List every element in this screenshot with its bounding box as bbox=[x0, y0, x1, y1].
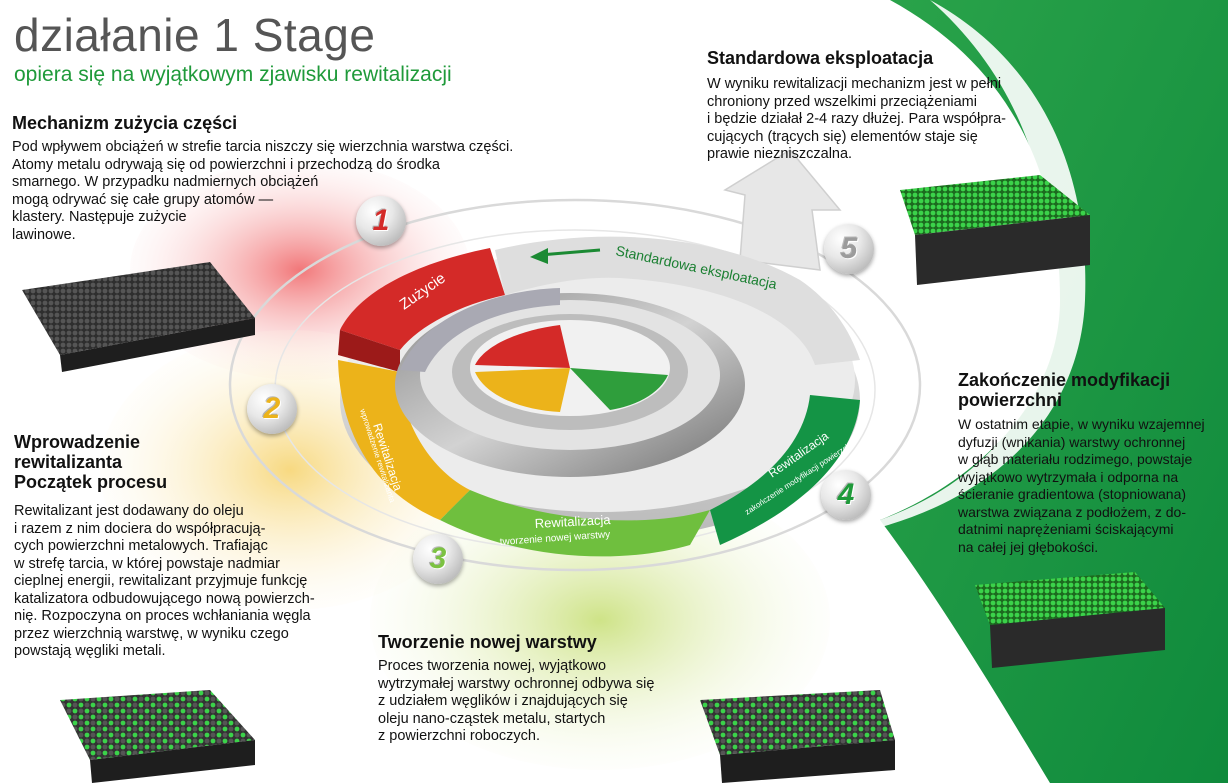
text-line: w strefę tarcia, w której powstaje nadmi… bbox=[14, 555, 280, 572]
text-line: cieplnej energii, rewitalizant przyjmuje… bbox=[14, 573, 308, 589]
step-badge-2: 2 bbox=[247, 384, 297, 434]
step-number: 2 bbox=[263, 392, 281, 425]
atom-slab-new-layer bbox=[700, 690, 895, 783]
text-line: dyfuzji (wnikania) warstwy ochronnej bbox=[958, 433, 1186, 450]
section-standard-heading: Standardowa eksploatacja bbox=[707, 48, 934, 68]
text-line: wytrzymałej warstwy ochronnej odbywa się bbox=[378, 675, 655, 692]
text-line: smarnego. W przypadku nadmiernych obciąż… bbox=[12, 174, 319, 190]
heading-line: rewitalizanta bbox=[14, 452, 123, 472]
section-intro-text: Rewitalizant jest dodawany do oleju i ra… bbox=[14, 503, 315, 661]
text-line: klastery. Następuje zużycie bbox=[12, 209, 187, 225]
text-line: przez wierzchnią warstwę, w wyniku czego bbox=[14, 625, 289, 642]
text-line: Atomy metalu odrywają się od powierzchni… bbox=[12, 156, 440, 173]
section-wear-text: Pod wpływem obciążeń w strefie tarcia ni… bbox=[12, 139, 513, 244]
section-finish-text: W ostatnim etapie, w wyniku wzajemnej dy… bbox=[958, 416, 1205, 556]
text-line: warstwa związana z podłożem, z do- bbox=[958, 503, 1186, 520]
text-line: lawinowe. bbox=[12, 226, 76, 243]
step-number: 3 bbox=[429, 542, 447, 575]
step-badge-3: 3 bbox=[413, 534, 463, 584]
text-line: z powierzchni roboczych. bbox=[378, 728, 540, 744]
section-new-layer-text: Proces tworzenia nowej, wyjątkowo wytrzy… bbox=[378, 658, 654, 746]
section-finish-heading: Zakończenie modyfikacji powierzchni bbox=[958, 370, 1170, 410]
text-line: datnimi naprężeniami ściskającymi bbox=[958, 521, 1174, 537]
text-line: cujących (trących się) elementów staje s… bbox=[707, 128, 978, 145]
atom-slab-finished bbox=[975, 572, 1165, 668]
step-number: 1 bbox=[372, 204, 390, 237]
atom-slab-standard bbox=[900, 175, 1090, 285]
text-line: prawie niezniszczalna. bbox=[707, 146, 853, 162]
text-line: oleju nano-cząstek metalu, startych bbox=[378, 710, 606, 727]
text-line: Pod wpływem obciążeń w strefie tarcia ni… bbox=[12, 139, 514, 155]
text-line: powstają węgliki metali. bbox=[14, 643, 166, 659]
text-line: wyjątkowo wytrzymała i odporna na bbox=[958, 468, 1179, 485]
section-standard-text: W wyniku rewitalizacji mechanizm jest w … bbox=[707, 76, 1006, 164]
step-number: 5 bbox=[840, 232, 858, 265]
step-badge-1: 1 bbox=[356, 196, 406, 246]
text-line: ścieranie gradientowa (stopniowana) bbox=[958, 486, 1187, 502]
text-line: i będzie działał 2-4 razy dłużej. Para w… bbox=[707, 111, 1007, 127]
page-subtitle: opiera się na wyjątkowym zjawisku rewita… bbox=[14, 63, 452, 86]
text-line: w głąb materiału rodzimego, powstaje bbox=[958, 451, 1193, 467]
text-line: cych powierzchni metalowych. Trafiając bbox=[14, 538, 268, 554]
section-intro-heading: Wprowadzenie rewitalizanta Początek proc… bbox=[14, 432, 167, 492]
page-title: działanie 1 Stage bbox=[14, 9, 376, 61]
heading-line: Wprowadzenie bbox=[14, 432, 141, 452]
text-line: na całej jej głębokości. bbox=[958, 538, 1099, 555]
text-line: Rewitalizant jest dodawany do oleju bbox=[14, 503, 244, 519]
step-number: 4 bbox=[837, 478, 855, 511]
text-line: W ostatnim etapie, w wyniku wzajemnej bbox=[958, 416, 1205, 432]
atom-slab-worn bbox=[22, 262, 255, 372]
text-line: katalizatora odbudowującego nową powierz… bbox=[14, 590, 315, 607]
text-line: mogą odrywać się całe grupy atomów — bbox=[12, 191, 274, 208]
section-new-layer-heading: Tworzenie nowej warstwy bbox=[378, 632, 597, 652]
text-line: i razem z nim dociera do współpracują- bbox=[14, 520, 266, 537]
section-wear-heading: Mechanizm zużycia części bbox=[12, 113, 238, 133]
step-badge-4: 4 bbox=[821, 470, 871, 520]
text-line: nię. Rozpoczyna on proces wchłaniania wę… bbox=[14, 608, 311, 624]
text-line: chroniony przed wszelkimi przeciążeniami bbox=[707, 93, 977, 110]
atom-slab-revitalizant bbox=[60, 690, 255, 783]
heading-line: powierzchni bbox=[958, 390, 1063, 410]
text-line: z udziałem węglików i znajdujących się bbox=[378, 693, 628, 709]
text-line: Proces tworzenia nowej, wyjątkowo bbox=[378, 658, 607, 674]
heading-line: Początek procesu bbox=[14, 472, 168, 492]
ring-label-stage3-a: Rewitalizacja bbox=[534, 512, 611, 531]
text-line: W wyniku rewitalizacji mechanizm jest w … bbox=[707, 76, 1002, 92]
heading-line: Zakończenie modyfikacji bbox=[958, 370, 1171, 390]
step-badge-5: 5 bbox=[824, 224, 874, 274]
